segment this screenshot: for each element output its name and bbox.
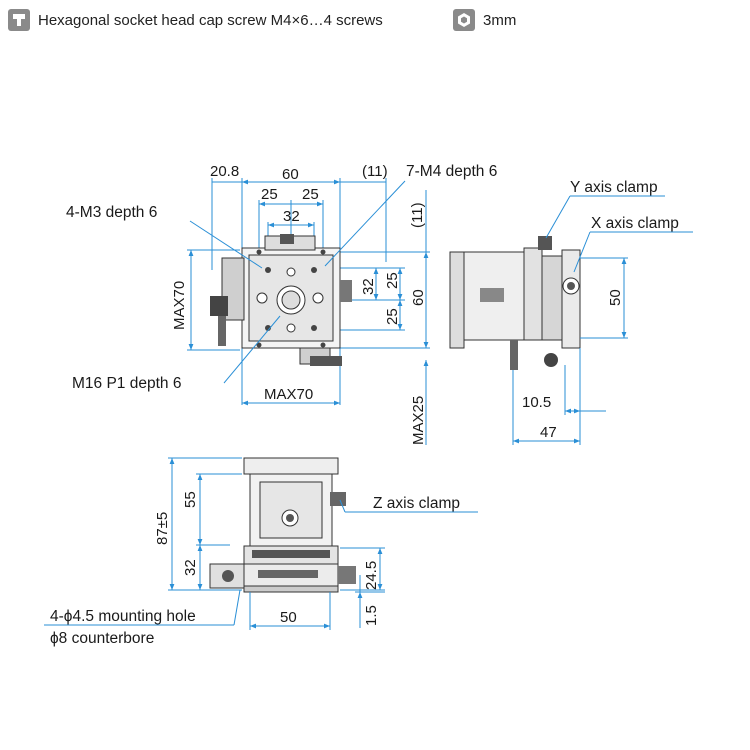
header-bar: Hexagonal socket head cap screw M4×6…4 s…: [0, 0, 750, 44]
dim-55: 55: [182, 491, 199, 508]
label-x-axis-clamp: X axis clamp: [591, 215, 679, 232]
label-m4-depth: 7-M4 depth 6: [406, 163, 497, 180]
screw-spec: Hexagonal socket head cap screw M4×6…4 s…: [8, 9, 383, 31]
dim-max25: MAX25: [410, 396, 427, 445]
dim-50-right: 50: [607, 289, 624, 306]
dim-25-side-a: 25: [384, 272, 401, 289]
label-counterbore: ϕ8 counterbore: [50, 630, 154, 647]
dim-25b: 25: [302, 186, 319, 203]
dim-max70-horizontal: MAX70: [264, 386, 313, 403]
dim-11-top: (11): [362, 163, 388, 180]
wrench-spec: 3mm: [453, 9, 516, 31]
dim-87: 87±5: [154, 512, 171, 545]
front-view: [44, 457, 478, 630]
screw-spec-text: Hexagonal socket head cap screw M4×6…4 s…: [38, 11, 383, 29]
wrench-size-text: 3mm: [483, 11, 517, 29]
dim-32-front: 32: [182, 559, 199, 576]
label-y-axis-clamp: Y axis clamp: [570, 179, 658, 196]
label-m3-depth: 4-M3 depth 6: [66, 204, 157, 221]
dim-11-side: (11): [409, 202, 426, 228]
dim-10-5: 10.5: [522, 394, 551, 411]
dim-25a: 25: [261, 186, 278, 203]
dim-24-5: 24.5: [363, 561, 380, 590]
label-m16-depth: M16 P1 depth 6: [72, 375, 181, 392]
dim-50-bottom: 50: [280, 609, 297, 626]
side-view: [449, 195, 693, 445]
dim-1-5: 1.5: [363, 605, 380, 626]
socket-screw-icon: [8, 9, 30, 31]
dim-60-top: 60: [282, 166, 299, 183]
top-view: [187, 178, 430, 445]
dim-32-top: 32: [283, 208, 300, 225]
label-mounting-hole: 4-ϕ4.5 mounting hole: [50, 608, 196, 625]
dim-47: 47: [540, 424, 557, 441]
label-z-axis-clamp: Z axis clamp: [373, 495, 460, 512]
dim-25-side-b: 25: [384, 308, 401, 325]
dim-60-side: 60: [410, 289, 427, 306]
dim-20-8: 20.8: [210, 163, 239, 180]
hex-wrench-icon: [453, 9, 475, 31]
dim-32-side: 32: [360, 278, 377, 295]
dim-max70-vertical: MAX70: [171, 281, 188, 330]
